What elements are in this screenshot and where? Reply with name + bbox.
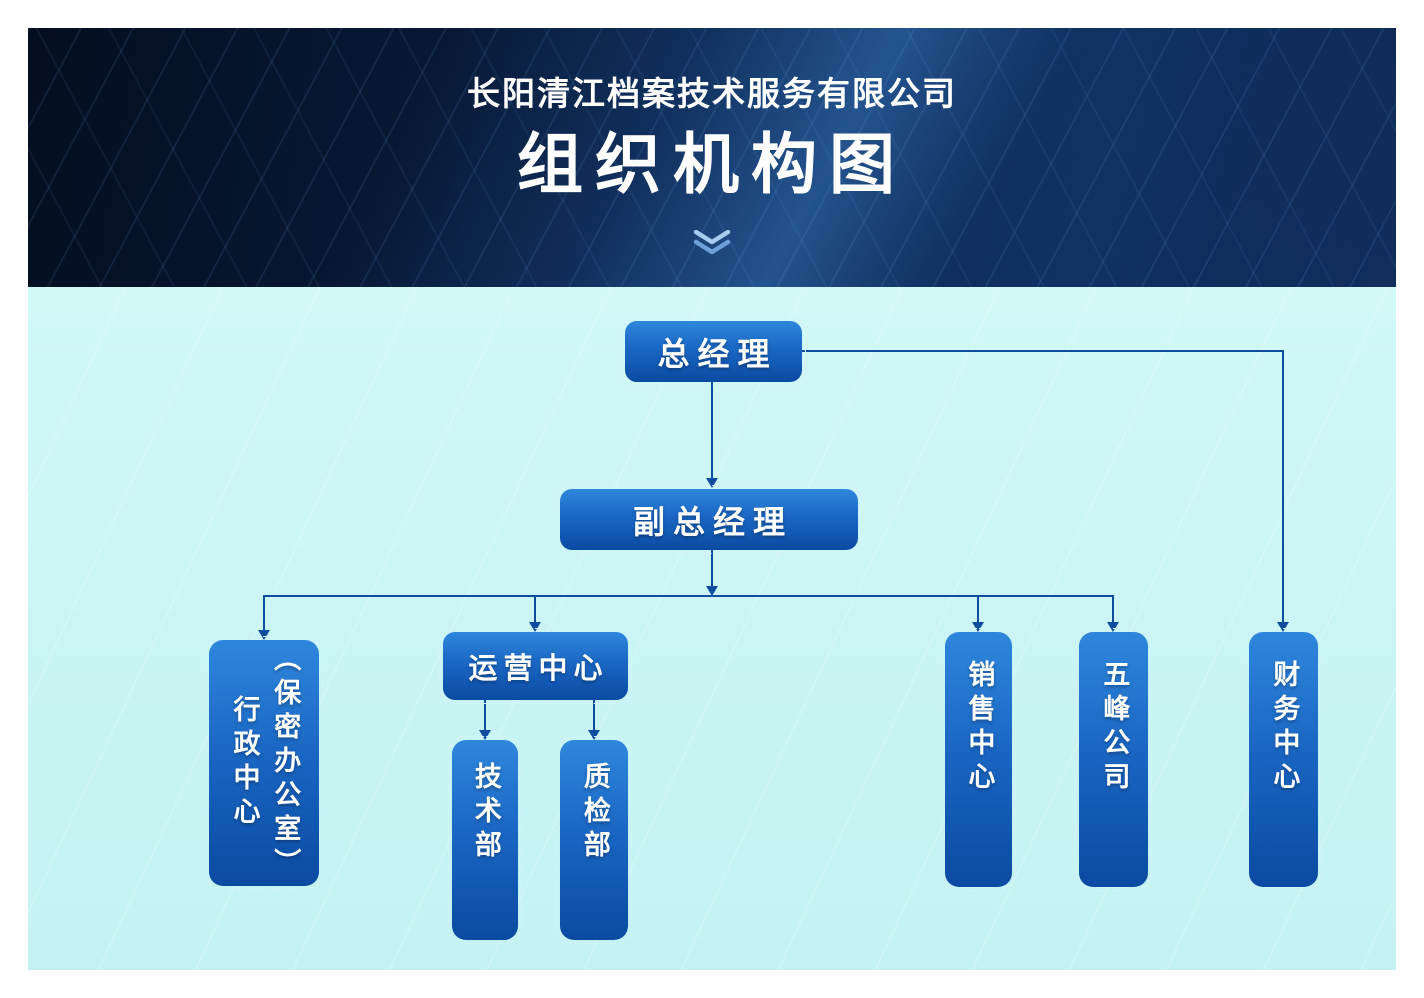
connector-arrow-down-icon <box>258 630 270 640</box>
connector-arrow-down-icon <box>529 622 541 632</box>
connector-line <box>1282 350 1284 622</box>
connector-arrow-down-icon <box>972 622 984 632</box>
double-chevron-down-icon <box>693 230 731 255</box>
org-node-admin-center: 行政中心 （保密办公室） <box>205 636 323 890</box>
connector-line <box>593 700 595 730</box>
org-node-general-manager: 总经理 <box>621 317 806 386</box>
page-title: 组织机构图 <box>517 127 907 201</box>
connector-arrow-down-icon <box>1107 622 1119 632</box>
connector-line <box>263 595 1114 597</box>
org-node-sales-center: 销售中心 <box>941 628 1016 891</box>
connector-line <box>711 550 713 586</box>
org-node-finance-center: 财务中心 <box>1245 628 1322 891</box>
connector-line <box>977 596 979 622</box>
org-node-wufeng-company-label: 五峰公司 <box>1099 660 1130 796</box>
connector-line <box>484 700 486 730</box>
company-name: 长阳清江档案技术服务有限公司 <box>467 75 957 112</box>
header-banner: 长阳清江档案技术服务有限公司 组织机构图 <box>28 28 1396 287</box>
org-node-operations-center: 运营中心 <box>439 628 632 704</box>
connector-line <box>263 596 265 630</box>
connector-line <box>534 596 536 622</box>
org-node-deputy-general-manager: 副总经理 <box>556 485 862 554</box>
org-node-admin-center-label-sub: （保密办公室） <box>270 644 301 882</box>
connector-arrow-down-icon <box>479 730 491 740</box>
connector-line <box>802 350 1282 352</box>
connector-arrow-down-icon <box>706 478 718 488</box>
org-node-quality-inspection-dept-label: 质检部 <box>579 762 610 864</box>
connector-arrow-down-icon <box>1277 622 1289 632</box>
connector-arrow-down-icon <box>588 730 600 740</box>
connector-arrow-down-icon <box>706 586 718 596</box>
org-node-admin-center-label-main: 行政中心 <box>229 695 260 831</box>
org-node-technology-dept-label: 技术部 <box>470 762 501 864</box>
org-node-technology-dept: 技术部 <box>448 736 522 944</box>
connector-line <box>1112 596 1114 622</box>
org-node-finance-center-label: 财务中心 <box>1269 660 1300 796</box>
org-node-sales-center-label: 销售中心 <box>964 660 995 796</box>
org-node-quality-inspection-dept: 质检部 <box>556 736 632 944</box>
connector-line <box>711 382 713 478</box>
org-node-wufeng-company: 五峰公司 <box>1075 628 1152 891</box>
